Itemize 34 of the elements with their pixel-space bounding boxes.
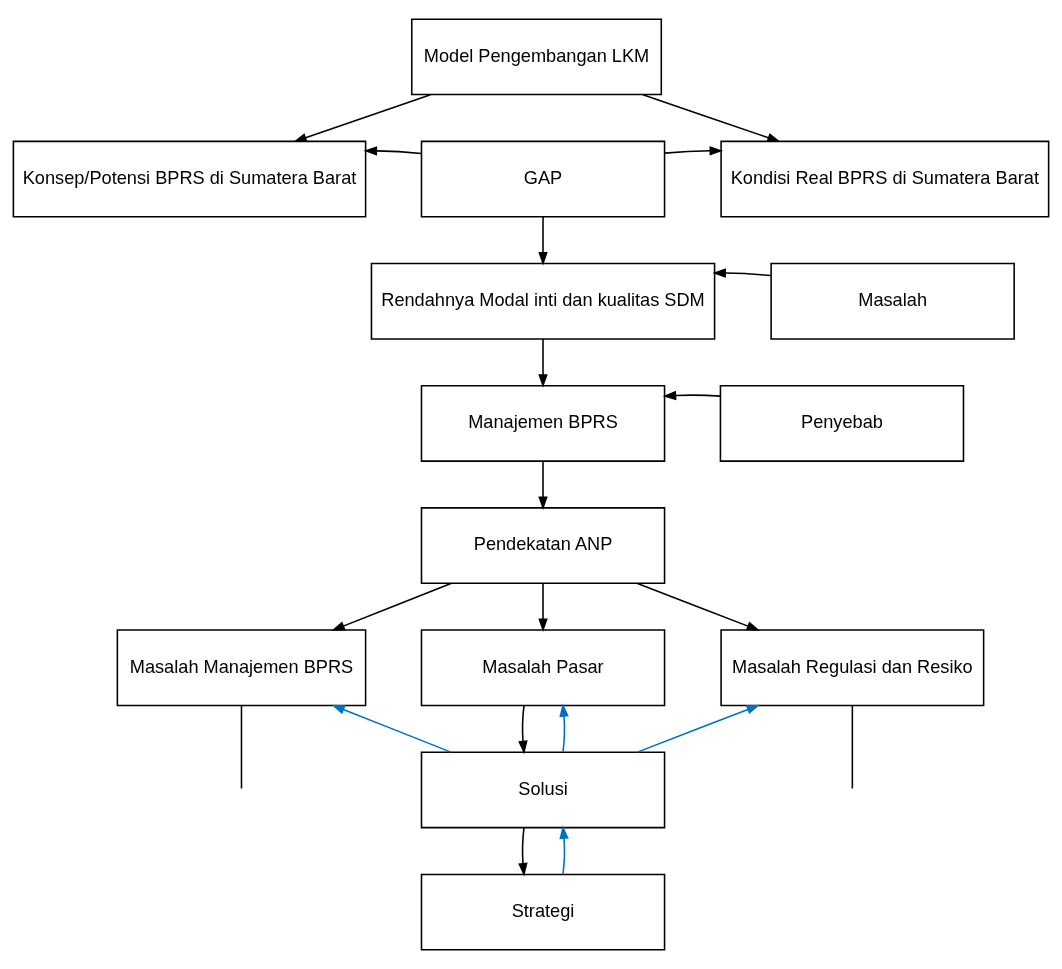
arrow [363,146,423,156]
arrow [538,338,548,388]
arrow [559,825,569,875]
arrow [518,827,528,877]
arrow [518,704,528,755]
node-box: Masalah Pasar [420,629,666,707]
node-box: Solusi [420,751,666,829]
arrow [636,704,761,753]
node-box: Masalah Manajemen BPRS [116,629,367,707]
node-box: Model Pengembangan LKM [410,18,663,96]
arrow [293,93,432,143]
node-box: GAP [420,140,666,218]
node-box: Strategi [420,873,666,951]
arrow [636,582,761,631]
arrow [538,460,548,510]
arrow [538,216,548,266]
node-box: Manajemen BPRS [420,384,666,462]
connector [240,704,243,790]
arrow [331,582,452,631]
node-box: Pendekatan ANP [420,507,666,585]
connector [851,704,854,790]
arrow [662,390,722,401]
node-box: Rendahnya Modal inti dan kualitas SDM [370,262,716,340]
node-box: Konsep/Potensi BPRS di Sumatera Barat [12,140,367,218]
node-box: Penyebab [719,384,965,462]
node-box: Kondisi Real BPRS di Sumatera Barat [720,140,1050,218]
arrow [331,704,452,753]
node-box: Masalah Regulasi dan Resiko [720,629,985,707]
arrow [538,582,548,633]
arrow [642,93,781,143]
node-box: Masalah [770,262,1015,340]
arrow [664,146,724,156]
arrow [559,703,569,753]
arrow [712,268,772,278]
